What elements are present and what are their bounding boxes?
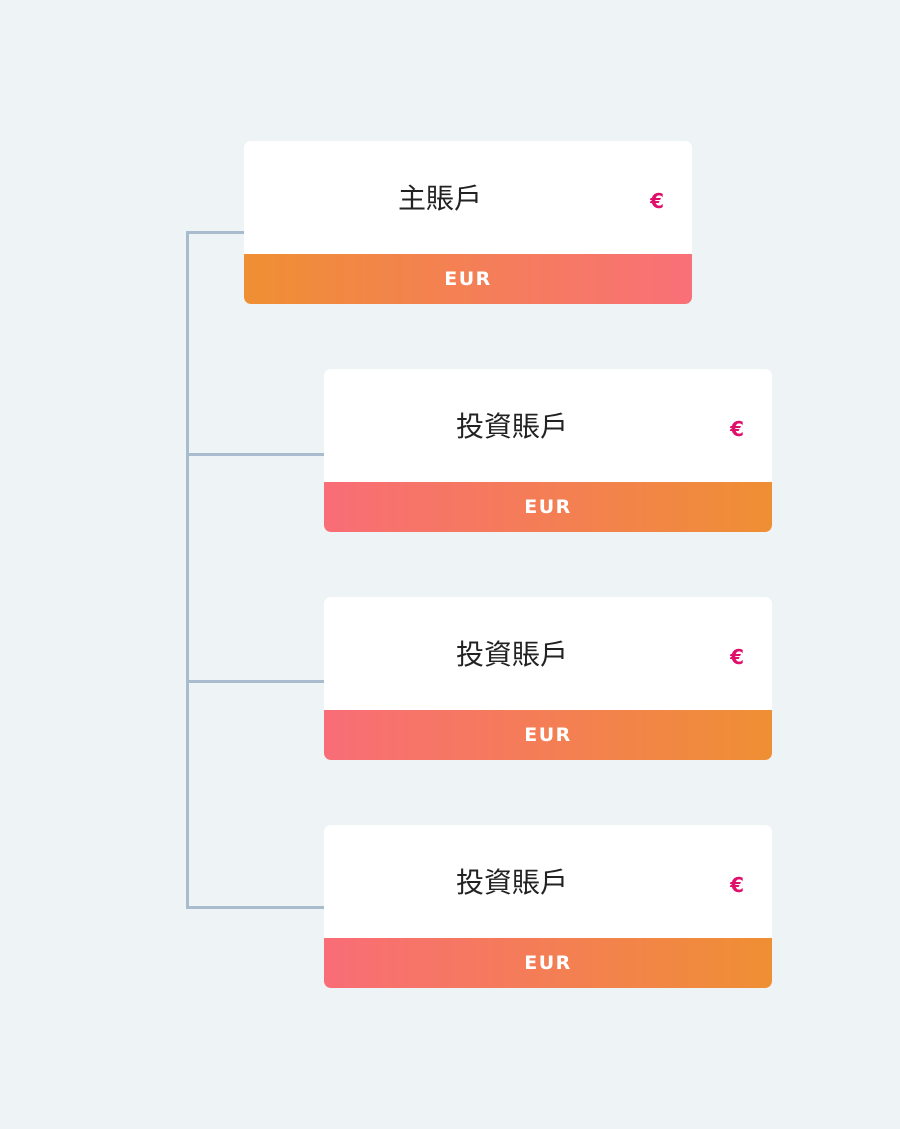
currency-band: EUR	[324, 938, 772, 988]
connector-main-account	[186, 231, 244, 234]
currency-band: EUR	[244, 254, 692, 304]
connector-sub-account-3	[186, 906, 324, 909]
main-account-title: 主賬戶	[397, 182, 482, 215]
connector-sub-account-2	[186, 680, 324, 683]
sub-account-card[interactable]: 投資賬戶 € EUR	[324, 825, 772, 988]
currency-code: EUR	[524, 724, 572, 746]
sub-account-title: 投資賬戶	[455, 638, 568, 671]
currency-code: EUR	[524, 952, 572, 974]
euro-icon: €	[650, 189, 664, 213]
sub-account-card[interactable]: 投資賬戶 € EUR	[324, 597, 772, 760]
currency-band: EUR	[324, 710, 772, 760]
tree-trunk-line	[186, 231, 189, 909]
sub-account-title: 投資賬戶	[455, 410, 568, 443]
currency-code: EUR	[444, 268, 492, 290]
currency-code: EUR	[524, 496, 572, 518]
euro-icon: €	[730, 645, 744, 669]
main-account-card[interactable]: 主賬戶 € EUR	[244, 141, 692, 304]
sub-account-card[interactable]: 投資賬戶 € EUR	[324, 369, 772, 532]
sub-account-title: 投資賬戶	[455, 866, 568, 899]
euro-icon: €	[730, 417, 744, 441]
connector-sub-account-1	[186, 453, 324, 456]
currency-band: EUR	[324, 482, 772, 532]
euro-icon: €	[730, 873, 744, 897]
